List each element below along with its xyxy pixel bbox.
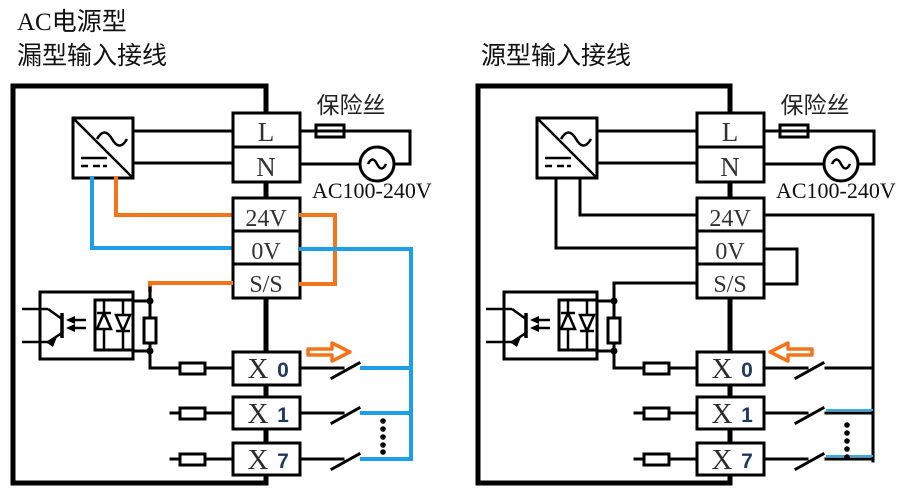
terminal-l	[695, 111, 766, 149]
dc-symbol-icon	[545, 156, 571, 168]
resistor-x1-icon	[642, 406, 671, 421]
terminal-x7-label: X	[712, 444, 733, 476]
resistor-x0-icon	[178, 361, 207, 376]
terminal-x0-label: X	[248, 353, 269, 385]
right-ellipsis-icon	[844, 422, 850, 460]
terminal-n-label: N	[720, 152, 740, 182]
left-wire-ss-opto	[148, 281, 233, 292]
terminal-ss	[695, 262, 766, 300]
switch-x0-icon	[793, 360, 826, 381]
terminal-x1-label: X	[248, 398, 269, 430]
ac-tilde-icon	[559, 131, 593, 147]
terminal-x0-digit: 0	[741, 359, 753, 382]
terminal-x1-digit: 1	[741, 404, 753, 427]
right-enclosure-border	[475, 83, 733, 486]
left-flow-arrow-icon	[306, 341, 352, 363]
phototransistor-icon	[511, 307, 528, 347]
resistor-x7-icon	[178, 452, 207, 467]
left-ac-rating: AC100-240V	[312, 178, 432, 203]
right-power-supply	[535, 116, 599, 180]
terminal-n	[231, 145, 302, 184]
right-wire-ss-opto	[612, 281, 699, 292]
diode-down-icon	[114, 300, 132, 350]
left-subtitle: 漏型输入接线	[17, 42, 167, 70]
page-title: AC电源型	[17, 8, 127, 36]
terminal-l-label: L	[722, 117, 739, 147]
terminal-x0-digit: 0	[277, 359, 289, 382]
diode-up-icon	[95, 300, 113, 350]
terminal-x1-label: X	[712, 398, 733, 430]
right-switches	[762, 360, 875, 472]
terminal-0v-label: 0V	[715, 239, 745, 265]
right-jumper-0v-ss	[762, 247, 799, 286]
bleeder-resistor-icon	[606, 316, 622, 345]
terminal-24v-label: 24V	[245, 206, 287, 232]
terminal-x7-label: X	[248, 444, 269, 476]
switch-x1-icon	[793, 405, 826, 426]
left-wire-0v-feed	[90, 176, 233, 250]
terminal-n-label: N	[256, 152, 276, 182]
right-fuse-circuit	[762, 123, 876, 183]
terminal-24v	[231, 196, 302, 233]
resistor-x1-icon	[178, 406, 207, 421]
right-ac-rating: AC100-240V	[776, 178, 896, 203]
right-fuse-label: 保险丝	[781, 93, 850, 118]
bleeder-resistor-icon	[142, 316, 158, 345]
terminal-ss	[231, 262, 302, 300]
right-subtitle: 源型输入接线	[481, 42, 631, 70]
switch-x1-icon	[329, 405, 362, 426]
right-terminal-block: L N 24V 0V S/S X 0 X 1 X 7	[695, 111, 766, 477]
resistor-x0-icon	[642, 361, 671, 376]
right-24v-rail	[762, 213, 875, 463]
phototransistor-icon	[47, 307, 64, 347]
terminal-n	[695, 145, 766, 184]
switch-x0-icon	[329, 360, 362, 381]
switch-x7-icon	[329, 451, 362, 472]
terminal-x1-digit: 1	[277, 404, 289, 427]
terminal-ss-label: S/S	[249, 272, 282, 298]
left-input-resistors	[169, 361, 235, 467]
diode-down-icon	[578, 300, 596, 350]
left-ellipsis-icon	[380, 418, 386, 455]
terminal-0v	[695, 229, 766, 266]
right-optocoupler	[486, 286, 646, 370]
terminal-0v-label: 0V	[251, 239, 281, 265]
right-flow-arrow-icon	[768, 341, 814, 363]
right-wire-24v-feed	[578, 176, 699, 217]
left-optocoupler	[22, 286, 182, 370]
dc-symbol-icon	[81, 156, 107, 168]
light-arrows-icon	[530, 316, 550, 332]
left-fuse-label: 保险丝	[317, 93, 386, 118]
ac-tilde-icon	[95, 131, 129, 147]
left-0v-rail	[299, 247, 413, 461]
left-power-supply	[71, 116, 135, 180]
terminal-24v-label: 24V	[709, 206, 751, 232]
right-diagram: 保险丝 AC100-240V L N 24V 0V S/S X 0 X 1 X	[475, 83, 896, 486]
terminal-x0-label: X	[712, 353, 733, 385]
switch-x7-icon	[793, 451, 826, 472]
terminal-l-label: L	[258, 117, 275, 147]
resistor-x7-icon	[642, 452, 671, 467]
left-switches	[298, 360, 413, 472]
terminal-x7-digit: 7	[277, 450, 289, 473]
right-wire-0v-feed	[554, 176, 699, 250]
left-wire-24v-feed	[114, 176, 233, 217]
right-input-resistors	[633, 361, 699, 467]
terminal-ss-label: S/S	[713, 272, 746, 298]
light-arrows-icon	[66, 316, 86, 332]
left-enclosure-border	[10, 83, 269, 486]
left-fuse-circuit	[298, 123, 412, 183]
terminal-x1	[231, 395, 302, 431]
left-terminal-block: L N 24V 0V S/S X 0 X 1 X 7	[231, 111, 302, 477]
terminal-x7-digit: 7	[741, 450, 753, 473]
left-diagram: 保险丝 AC100-240V L N 24V 0V S/S X 0 X 1 X	[10, 83, 432, 486]
diode-up-icon	[559, 300, 577, 350]
